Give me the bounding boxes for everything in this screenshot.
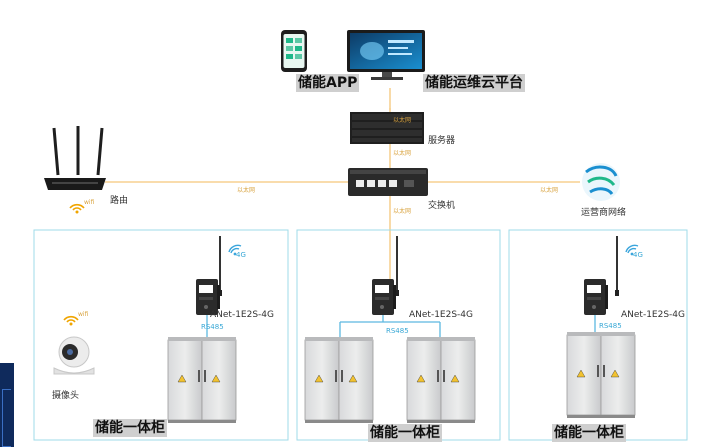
storage-cabinet-2b: [406, 336, 476, 424]
cloud-platform-monitor: [347, 30, 425, 80]
rs485-label-2: RS485: [386, 327, 409, 335]
cabinet-label-2: 储能一体柜: [368, 424, 442, 442]
ethernet-label-4: 以太网: [540, 187, 559, 194]
gateway-module-2: [372, 279, 396, 315]
router-device: [44, 126, 106, 190]
rs485-label-3: RS485: [599, 322, 622, 330]
camera-device: [53, 336, 95, 375]
carrier-label: 运营商网络: [581, 208, 627, 218]
storage-cabinet-2a: [304, 336, 374, 424]
ethernet-label-3: 以太网: [237, 187, 256, 194]
gateway-model-label-3: ANet-1E2S-4G: [621, 310, 686, 320]
gateway-model-label-1: ANet-1E2S-4G: [210, 310, 275, 320]
camera-wifi-label: wifi: [78, 311, 89, 318]
rs485-label-1: RS485: [201, 323, 224, 331]
router-label: 路由: [110, 196, 129, 206]
storage-cabinet-3: [566, 331, 636, 419]
switch-label: 交换机: [428, 201, 456, 211]
storage-cabinet-1: [167, 336, 237, 424]
server-rack: [350, 112, 424, 144]
cabinet-label-1: 储能一体柜: [93, 419, 167, 437]
platform-label: 储能运维云平台: [423, 74, 525, 92]
network-switch: [348, 168, 428, 196]
ethernet-label-5: 以太网: [393, 208, 412, 215]
gateway-module-3: [584, 279, 608, 315]
server-label: 服务器: [428, 136, 456, 146]
side-panel-edge: [0, 363, 14, 447]
carrier-logo: [582, 163, 620, 201]
ethernet-label-1: 以太网: [393, 117, 412, 124]
cabinet-panel-1: [33, 229, 289, 441]
camera-label: 摄像头: [52, 391, 80, 401]
signal-4g-label-1: 4G: [236, 251, 246, 259]
camera-wifi-icon: [63, 315, 79, 327]
signal-4g-label-3: 4G: [633, 251, 643, 259]
router-wifi-label: wifi: [84, 199, 95, 206]
gateway-model-label-2: ANet-1E2S-4G: [409, 310, 474, 320]
router-wifi-icon: [69, 203, 85, 215]
mobile-app-icon: [281, 30, 307, 72]
antenna-3: [615, 236, 619, 296]
cabinet-label-3: 储能一体柜: [552, 424, 626, 442]
app-label: 储能APP: [296, 74, 360, 92]
ethernet-label-2: 以太网: [393, 150, 412, 157]
